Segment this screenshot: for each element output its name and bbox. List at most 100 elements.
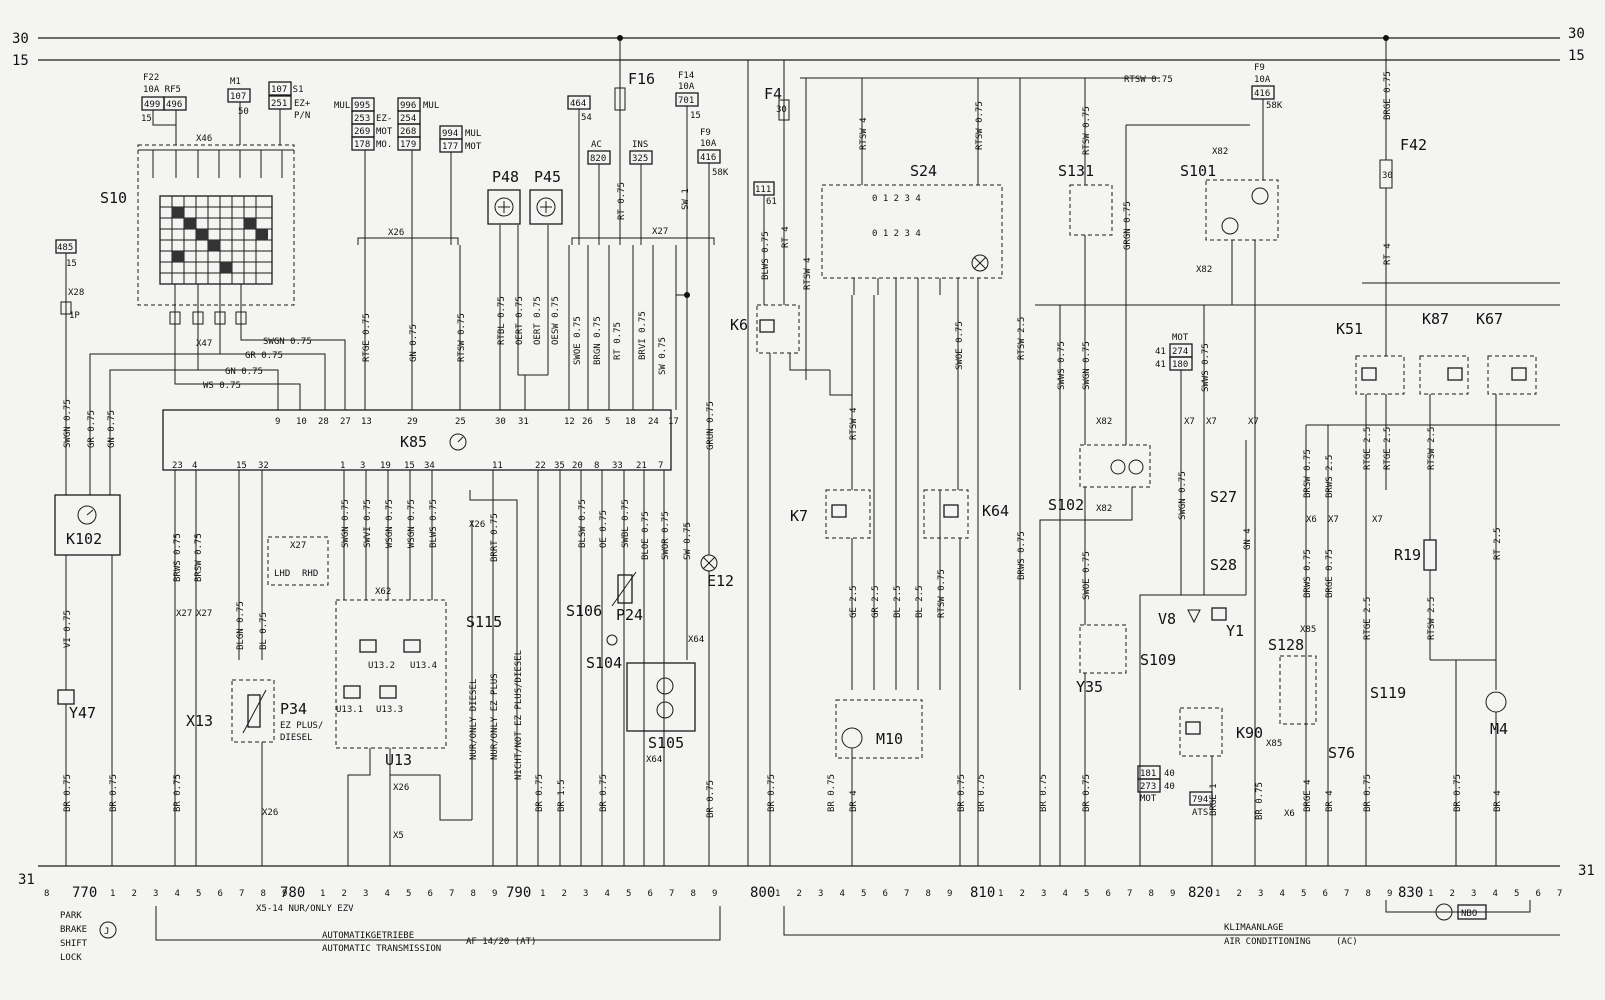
s10-block: F22 10A RF5 499 496 15 M1 107 50 107 S1 … — [89, 73, 346, 410]
wire-rt4: BRGE 0.75 — [1383, 71, 1393, 120]
power-rails: 30 15 31 30 15 31 — [12, 26, 1595, 888]
wire-rtge25-b: RTSW 2.5 — [1427, 427, 1437, 470]
scale-digit: 6 — [1323, 889, 1328, 899]
scale-810: 810 — [970, 885, 995, 901]
scale-digit: 7 — [669, 889, 674, 899]
s105-label: S105 — [648, 734, 684, 752]
s106-label: S106 — [566, 602, 602, 620]
scale-digit: 3 — [1471, 889, 1476, 899]
x82-top-label: X82 — [1212, 147, 1228, 157]
scale-digit: 2 — [132, 889, 137, 899]
wire-brws25: BRWS 0.75 — [1303, 549, 1313, 598]
svg-text:27: 27 — [340, 417, 351, 427]
ins-label: INS — [632, 140, 648, 150]
bot-ref-p1: 40 — [1164, 782, 1175, 792]
p45-label: P45 — [534, 168, 561, 186]
m1-pin: 50 — [238, 107, 249, 117]
lower-left-block: BRWS 0.75 BRSW 0.75 X27 X27 X13 BR 0.75 … — [173, 470, 329, 866]
r485-pin: 15 — [66, 259, 77, 269]
x28-pin: 1P — [69, 311, 80, 321]
wire-swoe-k64: SWOE 0.75 — [955, 321, 965, 370]
upper-fuses-mid: 464 54 AC 820 INS 325 F16 RT 0.75 F14 10… — [567, 35, 729, 660]
p34-sub: EZ PLUS/ — [280, 721, 323, 731]
wire-rt-f16: RT 0.75 — [617, 182, 627, 220]
wire-k102-swgn: SWGN 0.75 — [63, 399, 73, 448]
scale-digit: 5 — [626, 889, 631, 899]
svg-text:5: 5 — [605, 417, 610, 427]
k85-bottom-pins: 23 4 15 32 1 3 19 15 34 11 22 35 20 8 33… — [172, 461, 663, 471]
scale-digit: 2 — [1237, 889, 1242, 899]
scale-digit: 2 — [1450, 889, 1455, 899]
scale-start: 8 — [44, 889, 49, 899]
scale-digit: 3 — [583, 889, 588, 899]
x7-b-label: X7 — [1206, 417, 1217, 427]
x46-pins — [152, 150, 283, 178]
k87-label: K87 — [1422, 310, 1449, 328]
wire-br075-r19: BR 0.75 — [1453, 774, 1463, 812]
scale-digit: 1 — [110, 889, 115, 899]
wire-rtbl: RTBL 0.75 — [497, 296, 507, 345]
s24-scale-top: 0 1 2 3 4 — [872, 194, 921, 204]
x6-label: X6 — [1306, 515, 1317, 525]
scale-digit: 7 — [239, 889, 244, 899]
scale-digit: 2 — [342, 889, 347, 899]
wire-rtsw25: RTSW 2.5 — [1017, 317, 1027, 360]
svg-text:8: 8 — [594, 461, 599, 471]
wire-swoe-s102: SWOE 0.75 — [1082, 551, 1092, 600]
wire-brws: BRWS 0.75 — [173, 533, 183, 582]
x27-a-label: X27 — [176, 609, 192, 619]
x27-box-label: X27 — [290, 541, 306, 551]
mul-left-n1: 253 — [354, 114, 370, 124]
svg-text:34: 34 — [424, 461, 435, 471]
f9-right-rating: 10A — [1254, 75, 1271, 85]
scale-digit: 8 — [1366, 889, 1371, 899]
wire-k102-br: BR 0.75 — [109, 774, 119, 812]
scale-digit: 9 — [1387, 889, 1392, 899]
f22-label: F22 — [143, 73, 159, 83]
svg-text:31: 31 — [518, 417, 529, 427]
wire-blsw: BLSW 0.75 — [578, 499, 588, 548]
wire-s102-br: BR 0.75 — [1039, 774, 1049, 812]
x26-bottom-label: X26 — [262, 808, 278, 818]
x5-label: X5 — [393, 831, 404, 841]
wire-s101-br: BR 0.75 — [1255, 782, 1265, 820]
scale-digit: 4 — [605, 889, 610, 899]
ats-num: 794 — [1192, 795, 1208, 805]
scale-digit: 5 — [1514, 889, 1519, 899]
wire-swws-b: SWWS 0.75 — [1201, 343, 1211, 392]
x28-label: X28 — [68, 288, 84, 298]
mot-ref-p1: 41 — [1155, 360, 1166, 370]
wire-brws-s128: BRSW 0.75 — [1303, 449, 1313, 498]
wire-br-a: BR 0.75 — [535, 774, 545, 812]
f14-label: F14 — [678, 71, 694, 81]
u13-2-label: U13.2 — [368, 661, 395, 671]
mot-box-n0: 994 — [442, 129, 458, 139]
s27-label: S27 — [1210, 488, 1237, 506]
f14-pin: 15 — [690, 111, 701, 121]
ins-num: 325 — [632, 154, 648, 164]
mul-right-label: MUL — [423, 101, 439, 111]
svg-text:32: 32 — [258, 461, 269, 471]
bot-ref-tag: MOT — [1140, 794, 1157, 804]
wire-nicht-ez: NICHT/NOT EZ PLUS/DIESEL — [514, 650, 524, 780]
mot-ref-n0: 274 — [1172, 347, 1188, 357]
wire-rtsw4-k7: RTSW 4 — [849, 407, 859, 440]
wire-brws075: BRGE 0.75 — [1325, 549, 1335, 598]
f9-right-num: 416 — [1254, 89, 1270, 99]
s131-label: S131 — [1058, 162, 1094, 180]
rail-30-right-label: 30 — [1568, 26, 1585, 42]
svg-text:24: 24 — [648, 417, 659, 427]
f16-label: F16 — [628, 70, 655, 88]
wire-rt4-k6: RT 4 — [781, 226, 791, 248]
ac-num: 820 — [590, 154, 606, 164]
scale-digit: 1 — [775, 889, 780, 899]
s28-label: S28 — [1210, 556, 1237, 574]
wire-brge4: BRGE 4 — [1303, 779, 1313, 812]
s24-block: RTSW 0.75 RTSW 4 RTSW 4 RTSW 0.75 RTSW 2… — [800, 75, 1173, 690]
x85-bottom-label: X85 — [1266, 739, 1282, 749]
wire-brge1: BRGE 1 — [1209, 783, 1219, 816]
bot-ref-p0: 40 — [1164, 769, 1175, 779]
wire-br075-s119: BR 0.75 — [1363, 774, 1373, 812]
wire-sw1: SW 1 — [681, 188, 691, 210]
svg-text:7: 7 — [658, 461, 663, 471]
